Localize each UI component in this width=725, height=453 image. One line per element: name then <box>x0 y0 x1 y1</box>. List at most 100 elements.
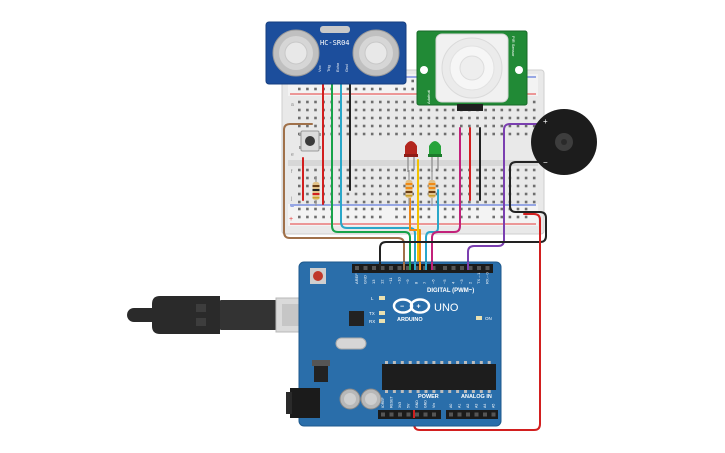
breadboard-hole <box>427 124 431 128</box>
header-pin[interactable] <box>449 412 453 417</box>
breadboard-hole <box>451 215 455 219</box>
breadboard-hole <box>370 215 374 219</box>
breadboard-hole <box>306 192 309 196</box>
breadboard-hole <box>395 132 398 136</box>
breadboard-hole <box>370 168 374 172</box>
breadboard-hole <box>354 200 358 204</box>
header-pin[interactable] <box>432 412 436 417</box>
header-pin[interactable] <box>423 412 428 417</box>
ultrasonic-sensor[interactable]: HC-SR04 Vcc Trig Echo Gnd <box>265 21 407 85</box>
row-letter: e <box>291 152 294 158</box>
header-pin[interactable] <box>483 412 487 417</box>
mcu-pin <box>392 361 396 364</box>
status-led-label: RX <box>369 319 375 324</box>
header-pin[interactable] <box>389 266 393 270</box>
breadboard-hole <box>379 207 382 211</box>
bottom-headers <box>381 412 496 417</box>
digital-pin-label: TX→1 <box>476 272 481 284</box>
header-pin[interactable] <box>415 412 419 417</box>
mcu-pin <box>416 390 420 393</box>
breadboard-hole <box>338 168 342 172</box>
breadboard-hole <box>314 124 317 128</box>
header-pin[interactable] <box>406 412 411 417</box>
wire-red-5v <box>413 213 541 431</box>
breadboard-hole <box>484 184 487 188</box>
breadboard-hole <box>370 124 374 128</box>
header-pin[interactable] <box>468 266 473 270</box>
mcu-pin <box>448 361 452 364</box>
mcu-pin <box>456 390 460 393</box>
header-pin[interactable] <box>389 412 394 417</box>
breadboard-hole <box>346 132 350 136</box>
header-pin[interactable] <box>431 266 436 270</box>
breadboard-hole <box>476 200 479 204</box>
ultrasonic-pin-label: Vcc <box>317 65 322 72</box>
header-pin[interactable] <box>466 412 470 417</box>
breadboard-hole <box>314 100 317 104</box>
pushbutton[interactable] <box>299 130 321 152</box>
breadboard-hole <box>354 184 358 188</box>
breadboard-hole <box>443 207 447 211</box>
header-pin[interactable] <box>443 266 447 270</box>
mcu-pin <box>440 390 444 393</box>
breadboard-hole <box>419 215 423 219</box>
breadboard-hole <box>298 200 301 204</box>
header-pin[interactable] <box>457 412 462 417</box>
breadboard-hole <box>338 176 342 180</box>
breadboard-hole <box>395 200 398 204</box>
breadboard-hole <box>484 116 487 120</box>
breadboard-hole <box>468 207 471 211</box>
breadboard-hole <box>387 184 390 188</box>
breadboard-hole <box>346 184 350 188</box>
breadboard-hole <box>403 116 406 120</box>
breadboard-hole <box>476 176 479 180</box>
breadboard-hole <box>411 207 414 211</box>
breadboard-hole <box>476 132 479 136</box>
breadboard-hole <box>516 132 520 136</box>
breadboard-hole <box>419 132 423 136</box>
header-pin[interactable] <box>372 266 376 270</box>
breadboard-hole <box>476 207 479 211</box>
header-pin[interactable] <box>355 266 359 270</box>
header-pin[interactable] <box>363 266 368 270</box>
breadboard-hole <box>435 184 439 188</box>
header-pin[interactable] <box>414 266 419 270</box>
mcu-pin <box>471 390 475 393</box>
digital-pin-label: RX←0 <box>485 271 490 284</box>
breadboard-hole <box>346 200 350 204</box>
breadboard-hole <box>451 124 455 128</box>
breadboard-hole <box>354 207 358 211</box>
header-pin[interactable] <box>398 412 402 417</box>
header-pin[interactable] <box>485 266 490 270</box>
header-pin[interactable] <box>397 266 402 270</box>
analog-header-label: ANALOG IN <box>461 394 492 400</box>
breadboard-hole <box>354 108 358 112</box>
breadboard-hole <box>427 207 431 211</box>
breadboard-hole <box>362 116 366 120</box>
header-pin[interactable] <box>406 266 410 270</box>
breadboard-hole <box>370 87 374 91</box>
header-pin[interactable] <box>491 412 496 417</box>
led-green[interactable] <box>428 141 442 172</box>
breadboard-hole <box>460 176 463 180</box>
power-pin-label: 3V3 <box>398 402 402 408</box>
led-red[interactable] <box>404 141 418 172</box>
header-pin[interactable] <box>380 266 385 270</box>
breadboard-hole <box>435 124 439 128</box>
breadboard-hole <box>379 132 382 136</box>
header-pin[interactable] <box>381 412 385 417</box>
header-pin[interactable] <box>477 266 481 270</box>
reset-button[interactable] <box>313 271 323 281</box>
breadboard-hole <box>508 124 512 128</box>
header-pin[interactable] <box>451 266 456 270</box>
power-pin-label: IOREF <box>381 397 385 408</box>
header-pin[interactable] <box>460 266 464 270</box>
breadboard-hole <box>395 116 398 120</box>
piezo-buzzer[interactable]: + − <box>531 109 597 175</box>
header-pin[interactable] <box>474 412 479 417</box>
digital-pin-label: 12 <box>380 279 385 284</box>
breadboard-hole <box>346 100 350 104</box>
pir-sensor[interactable]: PIR Sensor Adafruit <box>416 30 528 111</box>
